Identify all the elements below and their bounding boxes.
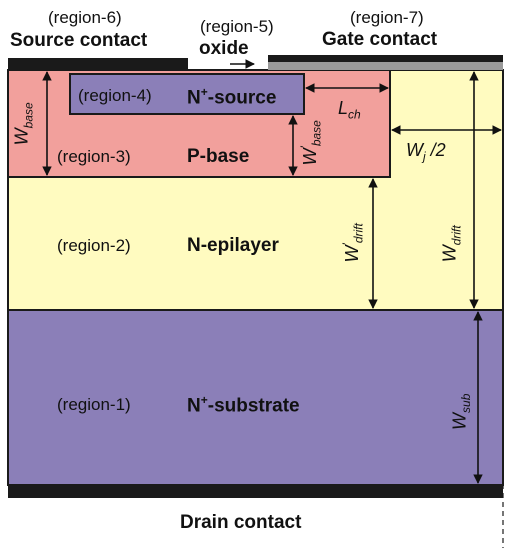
gate-oxide-bar: [268, 62, 503, 70]
wj-half-sub: j: [423, 149, 426, 164]
n-substrate-suffix: -substrate: [207, 395, 300, 417]
gate-contact-bar: [268, 55, 503, 62]
region-5-label: (region-5): [200, 17, 274, 36]
w-base-prime-sup: ': [297, 146, 312, 149]
w-base-prime-label: W'base: [298, 120, 324, 165]
wj-half-label: Wj /2: [406, 140, 446, 164]
n-substrate-region: [7, 309, 504, 486]
source-contact-bar: [8, 58, 188, 70]
l-ch-label: Lch: [338, 98, 361, 122]
w-sub-label: Wsub: [449, 394, 473, 430]
w-drift-prime-main: W: [341, 245, 362, 263]
n-epilayer-label: N-epilayer: [187, 235, 279, 256]
w-drift-sub: drift: [449, 225, 464, 246]
w-drift-main: W: [439, 245, 460, 263]
w-drift-prime-sup: ': [339, 243, 354, 246]
w-sub-main: W: [449, 412, 470, 430]
wj-half-suffix: /2: [425, 140, 446, 160]
n-substrate-sup: +: [200, 393, 208, 407]
l-ch-main: L: [338, 98, 349, 118]
region-2-label: (region-2): [57, 236, 131, 255]
gate-contact-label: Gate contact: [322, 29, 438, 50]
n-source-prefix: N: [187, 87, 201, 109]
region-1-label: (region-1): [57, 395, 131, 414]
region-4-label: (region-4): [78, 86, 152, 105]
n-source-region: [69, 73, 305, 115]
oxide-label: oxide: [199, 38, 249, 59]
region-3-label: (region-3): [57, 147, 131, 166]
drain-contact-bar: [8, 485, 503, 498]
w-sub-sub: sub: [458, 393, 473, 413]
w-drift-label: Wdrift: [440, 225, 464, 262]
n-source-sup: +: [200, 85, 208, 99]
n-substrate-prefix: N: [187, 395, 201, 417]
w-base-sub: base: [21, 102, 36, 129]
w-base-label: Wbase: [12, 102, 36, 145]
source-contact-label: Source contact: [10, 30, 148, 51]
l-ch-sub: ch: [348, 107, 361, 122]
drain-contact-label: Drain contact: [180, 512, 302, 533]
n-source-suffix: -source: [207, 87, 277, 109]
p-base-label: P-base: [187, 146, 250, 167]
w-drift-prime-label: W'drift: [340, 223, 366, 262]
w-base-prime-main: W: [299, 148, 320, 166]
w-base-prime-sub: base: [309, 120, 324, 147]
w-base-main: W: [11, 128, 32, 146]
wj-half-main: W: [406, 140, 423, 160]
w-drift-prime-sub: drift: [351, 223, 366, 244]
n-substrate-label: N+-substrate: [187, 393, 300, 417]
region-6-label: (region-6): [48, 8, 122, 27]
region-7-label: (region-7): [350, 8, 424, 27]
n-source-label: N+-source: [187, 85, 276, 109]
